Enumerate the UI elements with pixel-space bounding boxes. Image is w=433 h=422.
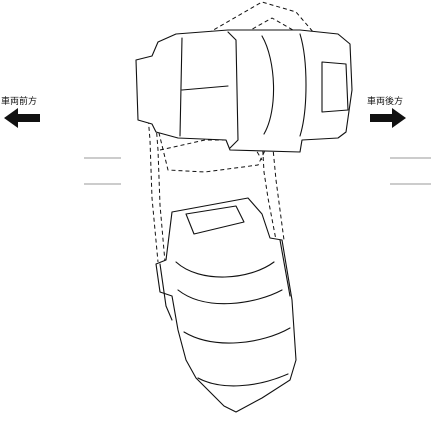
road-guide-lines	[84, 157, 431, 185]
arrow-right-icon	[370, 108, 406, 128]
top-vehicle	[135, 29, 353, 153]
vehicle-rear-label: 車両後方	[367, 97, 404, 107]
vehicle-front-label: 車両前方	[1, 97, 38, 107]
bottom-vehicle	[155, 197, 297, 413]
arrow-left-icon	[4, 108, 40, 128]
